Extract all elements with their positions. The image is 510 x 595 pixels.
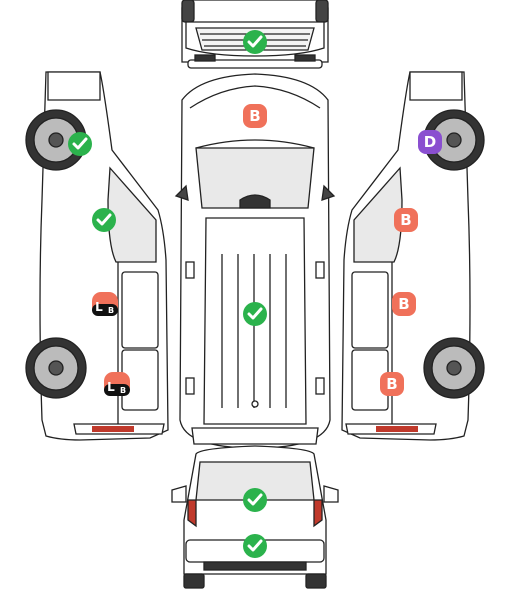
- lb-badge-left-rear-quarter[interactable]: L B: [104, 372, 130, 396]
- lb-badge-letter-small: B: [120, 386, 126, 395]
- lb-badge-left-sliding-door[interactable]: L B: [92, 292, 118, 316]
- b-badge-right-rear-quarter[interactable]: B: [380, 372, 404, 396]
- d-badge-right-front-wheel[interactable]: D: [418, 130, 442, 154]
- check-marker-rear-bumper[interactable]: [243, 534, 267, 558]
- b-badge-top-hood[interactable]: B: [243, 104, 267, 128]
- check-marker-left-front-door[interactable]: [92, 208, 116, 232]
- check-marker-left-front-wheel[interactable]: [68, 132, 92, 156]
- left-side-view: [25, 71, 169, 441]
- lb-badge-letter-big: L: [107, 380, 115, 394]
- b-badge-label: B: [249, 107, 260, 125]
- b-badge-label: B: [398, 295, 409, 313]
- right-side-view: [341, 71, 485, 441]
- b-badge-right-front-door[interactable]: B: [394, 208, 418, 232]
- lb-badge-letter-small: B: [108, 306, 114, 315]
- lb-badge-letter-big: L: [95, 300, 103, 314]
- top-view: [174, 73, 336, 449]
- check-marker-rear-window[interactable]: [243, 488, 267, 512]
- d-badge-label: D: [424, 133, 436, 151]
- b-badge-right-sliding-door[interactable]: B: [392, 292, 416, 316]
- check-marker-top-roof[interactable]: [243, 302, 267, 326]
- b-badge-label: B: [386, 375, 397, 393]
- rear-view: [171, 445, 339, 589]
- check-marker-front-grille[interactable]: [243, 30, 267, 54]
- b-badge-label: B: [400, 211, 411, 229]
